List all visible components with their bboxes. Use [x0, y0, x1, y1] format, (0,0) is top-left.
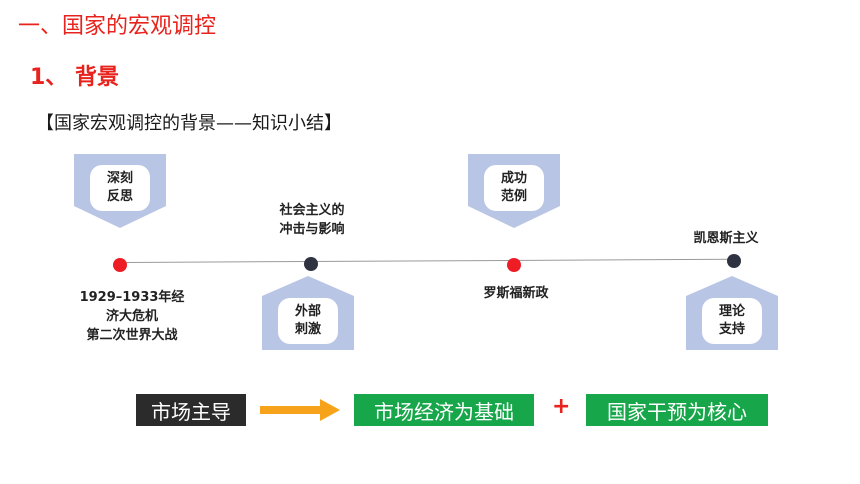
event-socialism-impact: 社会主义的 冲击与影响	[279, 203, 345, 237]
event-keynesianism: 凯恩斯主义	[693, 231, 759, 246]
timeline-dot-dark	[727, 254, 741, 268]
event-great-depression: 1929–1933年经 济大危机 第二次世界大战	[79, 290, 185, 343]
page-title: 一、国家的宏观调控	[18, 14, 217, 39]
tag-label: 理论 支持	[702, 298, 762, 344]
tag-label: 成功 范例	[484, 165, 544, 211]
state-intervention-box: 国家干预为核心	[586, 394, 768, 426]
tag-label: 外部 刺激	[278, 298, 338, 344]
timeline-dot-red	[113, 258, 127, 272]
tag-success-example: 成功 范例	[468, 154, 560, 228]
tag-label: 深刻 反思	[90, 165, 150, 211]
market-economy-box: 市场经济为基础	[354, 394, 534, 426]
tag-theory-support: 理论 支持	[686, 276, 778, 350]
arrow-right-icon	[260, 399, 340, 421]
plus-sign: +	[552, 394, 571, 419]
tag-deep-reflection: 深刻 反思	[74, 154, 166, 228]
market-dominant-box: 市场主导	[136, 394, 246, 426]
summary-heading: 【国家宏观调控的背景——知识小结】	[36, 113, 342, 134]
event-new-deal: 罗斯福新政	[483, 286, 549, 301]
tag-external-stimulus: 外部 刺激	[262, 276, 354, 350]
section-heading: 1、 背景	[30, 65, 119, 90]
timeline-line	[119, 258, 734, 263]
timeline-dot-red	[507, 258, 521, 272]
timeline-dot-dark	[304, 257, 318, 271]
